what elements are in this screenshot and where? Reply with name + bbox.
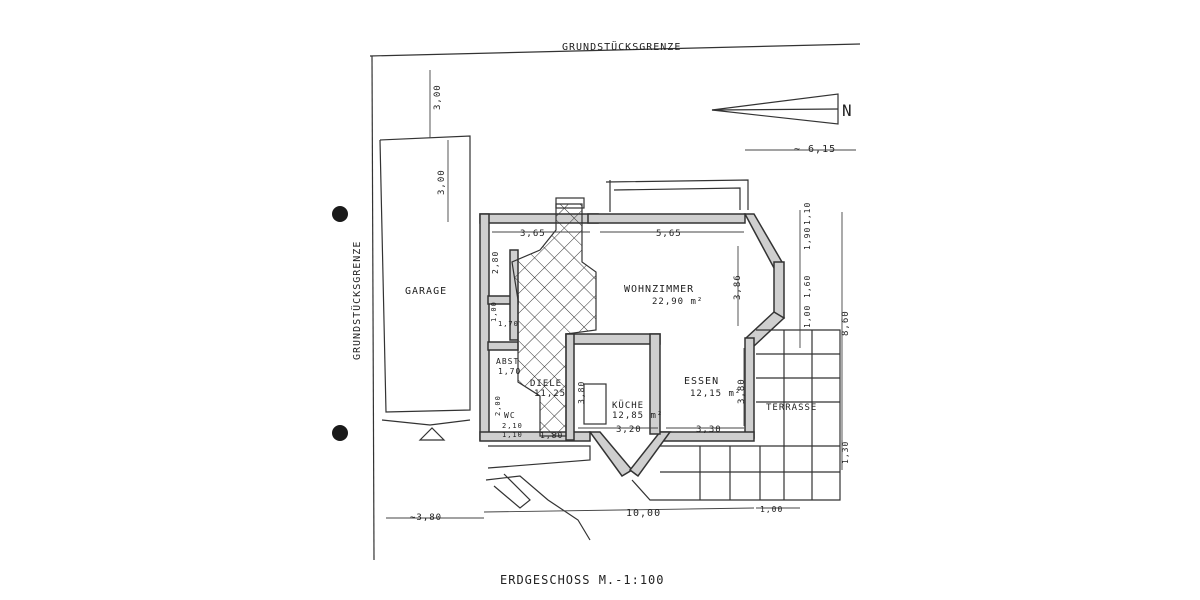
property-boundary	[369, 43, 861, 561]
dim-garage-v1: 3,00	[433, 84, 443, 110]
dim-380-kueche: 3,80	[577, 381, 586, 404]
garage	[379, 70, 471, 413]
essen-area: 12,15 m²	[690, 389, 741, 399]
terrasse-label: TERRASSE	[766, 403, 817, 413]
kitchen-island	[583, 383, 607, 425]
garage-label: GARAGE	[405, 286, 447, 297]
dimension-lines	[386, 210, 843, 519]
dim-380-essen: 3,80	[737, 378, 747, 404]
dim-bottom-main: 10,00	[626, 508, 661, 519]
dim-160: 1,60	[803, 275, 812, 298]
entry-steps	[381, 419, 591, 541]
diele-hatching	[511, 203, 597, 437]
dim-garage-v2: 3,00	[437, 169, 447, 195]
svg-text:N: N	[842, 101, 853, 120]
punch-hole-bottom	[332, 425, 348, 441]
balcony-rail	[605, 179, 749, 212]
terrace-grid	[631, 329, 841, 501]
essen-label: ESSEN	[684, 376, 719, 387]
boundary-left-label: GRUNDSTÜCKSGRENZE	[350, 241, 363, 360]
dim-100-r: 1,00	[803, 305, 812, 328]
dim-386: 3,86	[733, 274, 743, 300]
kueche-label: KÜCHE	[612, 400, 644, 411]
dim-330-essen: 3,30	[696, 425, 722, 435]
dim-320-kueche: 3,20	[616, 425, 642, 435]
dim-860: 8,60	[841, 310, 851, 336]
dim-bottom-left: ~3,80	[410, 513, 442, 523]
wohnzimmer-area: 22,90 m²	[652, 297, 703, 307]
diele-label: DIELE	[530, 379, 562, 389]
wc-dim-a: 2,10	[502, 422, 523, 430]
exterior-walls	[479, 213, 786, 478]
abst-label: ABST	[496, 357, 519, 366]
dim-100-left: 1,00	[490, 301, 498, 322]
boundary-top-label: GRUNDSTÜCKSGRENZE	[562, 40, 681, 53]
wc-dim-b: 1,10	[502, 431, 523, 439]
abst-dim: 1,70	[498, 367, 521, 376]
dim-190: 1,90	[803, 227, 812, 250]
dim-bottom-right: 1,00	[760, 505, 783, 514]
stair-cap	[555, 197, 585, 209]
dim-365: 3,65	[520, 229, 546, 239]
dim-180: 1,80	[540, 431, 563, 440]
wc-label: WC	[504, 411, 516, 420]
kueche-area: 12,85 m²	[612, 411, 663, 421]
dim-110: 1,10	[803, 202, 812, 225]
dim-top-right: ~ 6,15	[794, 144, 836, 155]
north-arrow-icon: N	[711, 93, 853, 125]
dim-200: 2,00	[494, 395, 502, 416]
dim-280: 2,80	[491, 251, 500, 274]
wohnzimmer-label: WOHNZIMMER	[624, 284, 694, 295]
diele-area: 11,25	[534, 389, 566, 399]
drawing-title: ERDGESCHOSS M.-1:100	[500, 573, 665, 587]
dim-565: 5,65	[656, 229, 682, 239]
punch-hole-top	[332, 206, 348, 222]
dim-170: 1,70	[498, 320, 519, 328]
dim-130: 1,30	[841, 441, 850, 464]
